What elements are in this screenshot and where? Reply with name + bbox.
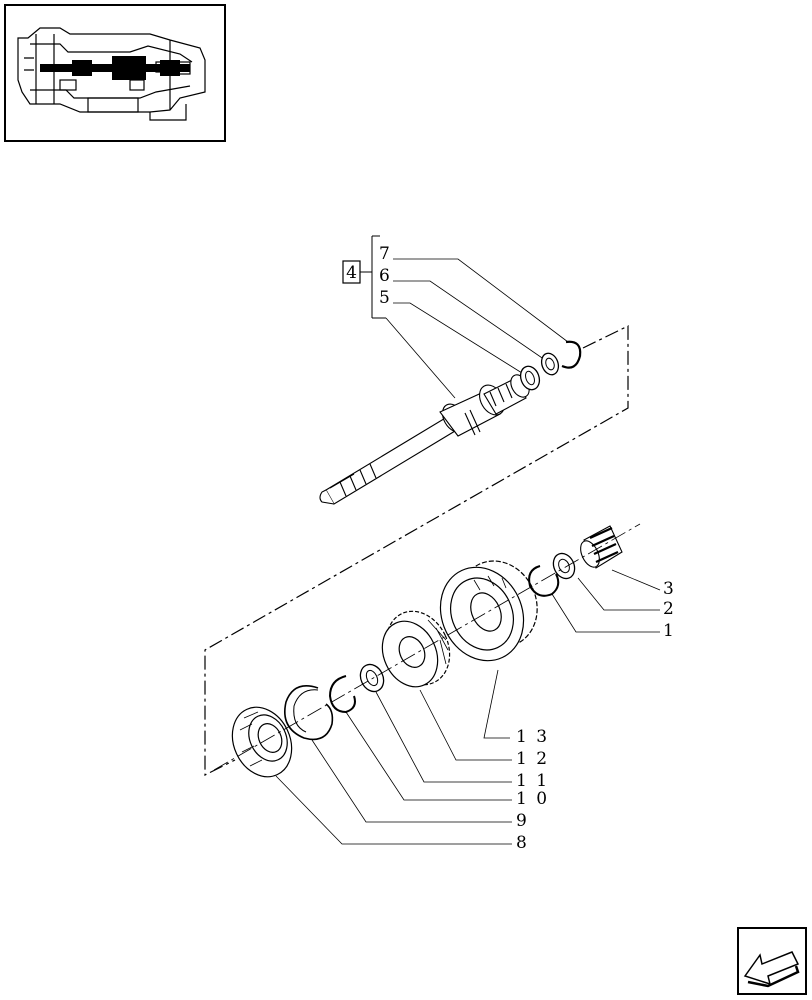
washer-11[interactable] [356,661,388,696]
lower-leader-lines [275,569,661,845]
gear-12[interactable] [372,601,461,696]
previous-page-button[interactable] [737,927,807,995]
location-thumbnail[interactable] [4,4,226,142]
washer-2[interactable] [549,550,578,582]
washer-6[interactable] [539,351,562,377]
callout-3: 3 [663,579,674,599]
callout-13: 1 3 [516,727,547,747]
main-shaft[interactable] [319,372,533,505]
group-bracket: 4 [342,235,386,319]
snap-ring-1[interactable] [528,565,560,597]
snap-ring-7[interactable] [561,340,582,369]
callout-7: 7 [379,244,390,264]
callout-2: 2 [663,599,674,619]
callout-6: 6 [379,266,390,286]
callout-9: 9 [516,811,527,831]
callout-8: 8 [516,833,527,853]
gear-13[interactable] [425,548,551,674]
assembly-envelope-line [204,325,629,776]
upper-leader-lines [385,258,569,399]
needle-bearing-3[interactable] [577,525,623,570]
callout-12: 1 2 [516,749,547,769]
lower-axis-line [213,523,641,771]
circlip-9[interactable] [284,685,334,741]
previous-page-arrow-icon [743,951,800,988]
callout-1: 1 [663,621,674,641]
group-box-label: 4 [346,263,357,283]
callout-5: 5 [379,288,390,308]
snap-ring-10[interactable] [328,675,356,714]
washer-5[interactable] [517,364,542,393]
callout-11: 1 1 [516,771,547,791]
callout-10: 1 0 [516,789,547,809]
